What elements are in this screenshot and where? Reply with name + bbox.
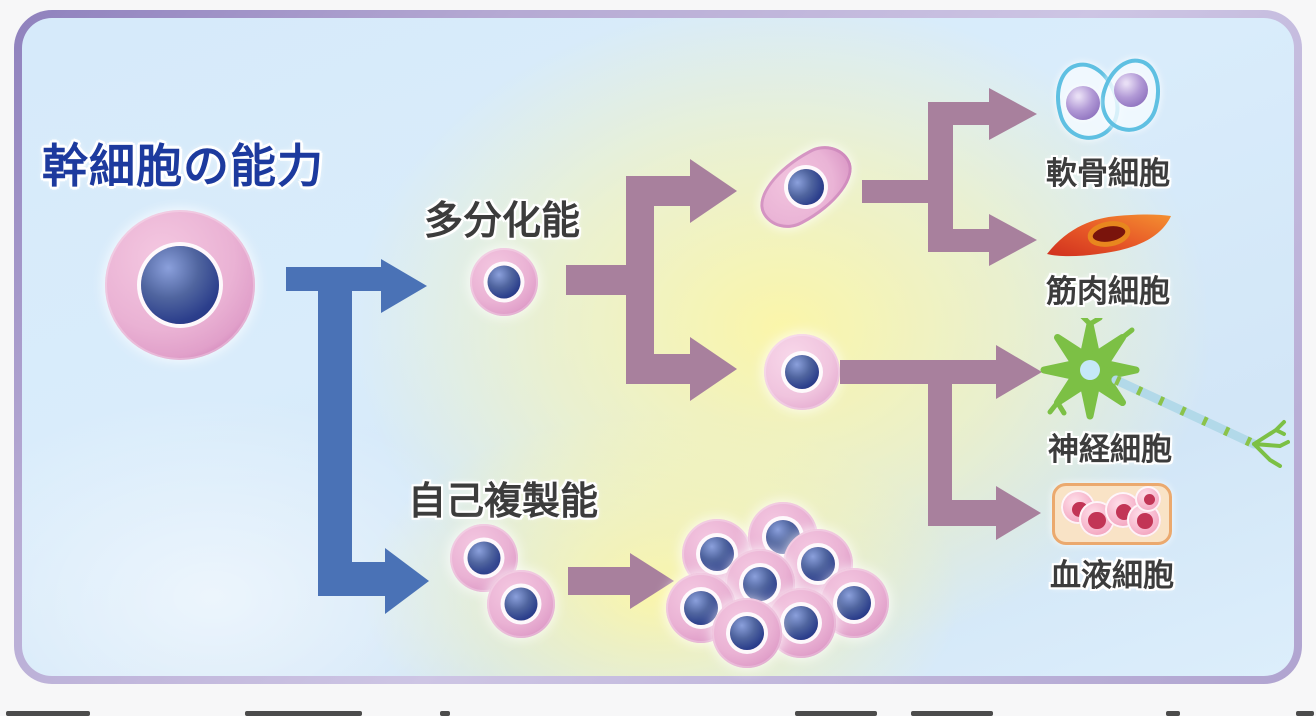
arrowhead-to-round-cell — [690, 337, 737, 401]
axon-nodes — [1114, 375, 1256, 449]
cartilage-label: 軟骨細胞 — [1046, 156, 1170, 192]
self-renewal-arrow-bar — [568, 567, 632, 595]
multipotency-label: 多分化能 — [424, 199, 581, 244]
arrowhead-to-spindle-cell — [690, 159, 737, 223]
round-cell-nucleus — [785, 355, 819, 389]
cartilage-cell-nucleus — [1066, 86, 1100, 120]
arrowhead-to-muscle — [989, 214, 1037, 266]
branch2-vertical-bar — [928, 102, 953, 252]
differentiation-arrow-bottom-arm — [654, 354, 692, 384]
blood-cell — [1135, 486, 1161, 512]
stem-cell-nucleus — [141, 246, 219, 324]
differentiation-arrow-vertical-bar — [626, 176, 654, 384]
differentiation-arrow-top-arm — [654, 176, 692, 206]
self-renewal-cell — [487, 570, 555, 638]
differentiation-arrow-feed-bar — [566, 265, 632, 295]
arrowhead-to-blood — [996, 486, 1041, 540]
arrowhead-to-cartilage — [989, 88, 1037, 140]
nerve-label: 神経細胞 — [1048, 432, 1172, 468]
axon-terminals — [1252, 420, 1290, 468]
clipped-caption-fragment — [795, 711, 877, 716]
round-progenitor-cell — [764, 334, 840, 410]
stem-cell — [105, 210, 255, 360]
self-renewal-label: 自己複製能 — [408, 479, 599, 523]
arrowhead-to-nerve — [996, 345, 1042, 399]
multipotent-cell-nucleus — [487, 265, 521, 299]
muscle-cell-icon — [1047, 214, 1171, 257]
blood-cells-icon — [1052, 483, 1172, 545]
cluster-cell — [712, 598, 782, 668]
stem-arrow-bottom-bar — [318, 562, 388, 596]
branch3-vertical-bar — [928, 384, 952, 526]
muscle-label: 筋肉細胞 — [1046, 274, 1170, 310]
branch2-bottom-arm — [953, 229, 991, 252]
clipped-caption-fragment — [911, 711, 993, 716]
neuron-nucleus — [1080, 360, 1100, 380]
stem-arrowhead-self-renewal — [385, 548, 429, 614]
branch3-bottom-arm — [952, 500, 998, 526]
clipped-caption-fragment — [245, 711, 362, 716]
clipped-caption-fragment — [1296, 711, 1314, 716]
branch3-feed-bar — [840, 360, 998, 384]
branch2-feed-bar — [862, 180, 936, 203]
clipped-caption-fragment — [440, 711, 450, 716]
stem-arrow-vertical-bar — [318, 279, 352, 596]
blood-label: 血液細胞 — [1050, 558, 1174, 594]
spindle-cell-nucleus — [781, 162, 831, 212]
clipped-caption-fragment — [1166, 711, 1180, 716]
multipotent-cell — [470, 248, 538, 316]
clipped-caption-fragment — [6, 711, 90, 716]
cartilage-cell-nucleus — [1114, 73, 1148, 107]
stem-arrowhead-multipotency — [381, 259, 427, 313]
page-title: 幹細胞の能力 — [42, 139, 324, 193]
neuron-icon — [1040, 318, 1290, 468]
branch2-top-arm — [953, 102, 991, 125]
